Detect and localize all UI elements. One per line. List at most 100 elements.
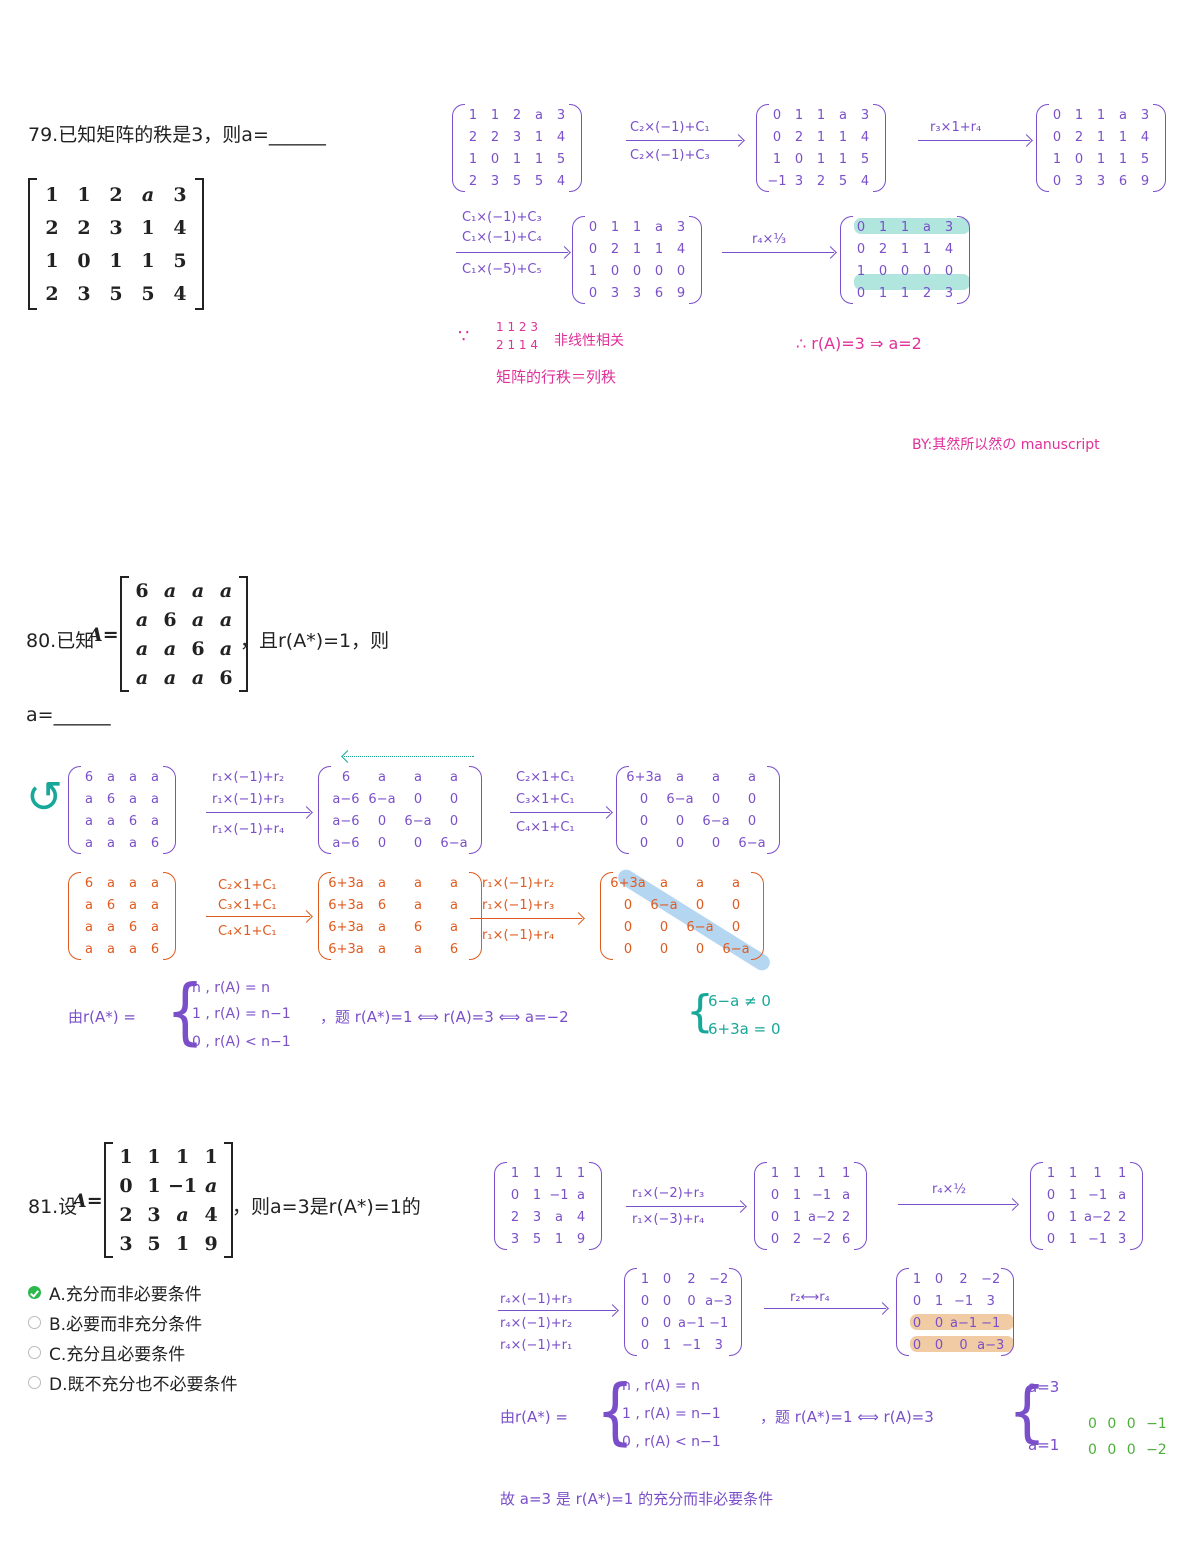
q81-option-b[interactable]: B.必要而非充分条件 xyxy=(28,1310,202,1335)
matrix-cell: 0 xyxy=(934,1271,944,1287)
matrix-cell: a xyxy=(450,919,458,935)
q81-option-c-radio[interactable] xyxy=(28,1346,41,1359)
matrix-cell: 1 xyxy=(816,129,826,145)
matrix-cell: 0 xyxy=(510,1187,520,1203)
matrix-cell: −1 xyxy=(811,1187,832,1203)
matrix-cell: a xyxy=(163,579,177,602)
matrix-cell: −1 xyxy=(1087,1231,1108,1247)
matrix-cell: 6 xyxy=(106,897,116,913)
matrix-cell: 5 xyxy=(534,173,544,189)
matrix-cell: 1 xyxy=(1096,129,1106,145)
matrix-cell: a xyxy=(129,769,137,785)
matrix-cell: 0 xyxy=(639,835,649,851)
matrix-cell: 5 xyxy=(838,173,848,189)
matrix-cell: a xyxy=(660,875,668,891)
matrix-cell: 1 xyxy=(792,1187,802,1203)
matrix-cell: a−1 xyxy=(678,1315,706,1331)
matrix-cell: 1 xyxy=(792,1165,802,1181)
matrix-cell: 3 xyxy=(676,219,686,235)
matrix-cell: a−6 xyxy=(332,791,360,807)
q81-option-a-radio[interactable] xyxy=(28,1286,41,1299)
matrix-cell: 1 xyxy=(532,1187,542,1203)
matrix-cell: a xyxy=(450,897,458,913)
matrix-cell: 2 xyxy=(510,1209,520,1225)
matrix-cell: 4 xyxy=(556,173,566,189)
matrix-cell: 1 xyxy=(770,1165,780,1181)
matrix-cell: 0 xyxy=(1046,1209,1056,1225)
matrix-cell: a xyxy=(151,791,159,807)
matrix-cell: 5 xyxy=(512,173,522,189)
matrix-cell: 1 xyxy=(576,1165,586,1181)
q80-op1c: r₁×(−1)+r₄ xyxy=(212,822,285,837)
matrix-cell: 0 xyxy=(770,1209,780,1225)
matrix-cell: 1 xyxy=(772,151,782,167)
matrix-cell: 1 xyxy=(468,107,478,123)
matrix-cell: 0 xyxy=(610,263,620,279)
matrix-cell: 9 xyxy=(204,1232,218,1255)
matrix-cell: a xyxy=(219,608,233,631)
q79-highlight-row1 xyxy=(854,218,970,234)
matrix-cell: a xyxy=(842,1187,851,1203)
matrix-cell: 6 xyxy=(150,835,160,851)
matrix-cell: −1 xyxy=(709,1315,729,1331)
matrix-cell: a xyxy=(1118,1187,1127,1203)
q81-option-c[interactable]: C.充分且必要条件 xyxy=(28,1340,185,1365)
q80-arrow-2 xyxy=(510,812,610,813)
matrix-cell: 6−a xyxy=(722,941,750,957)
matrix-cell: 0 xyxy=(856,285,866,301)
matrix-cell: a xyxy=(414,769,422,785)
matrix-cell: 3 xyxy=(490,173,500,189)
matrix-cell: 3 xyxy=(532,1209,542,1225)
q79-note-dependent: 非线性相关 xyxy=(554,333,624,349)
matrix-cell: a xyxy=(450,769,458,785)
matrix-cell: 1 xyxy=(45,249,59,272)
matrix-cell: 0 xyxy=(676,263,686,279)
matrix-cell: 0 xyxy=(770,1187,780,1203)
matrix-cell: 6+3a xyxy=(626,769,662,785)
q81-highlight-row4 xyxy=(910,1336,1014,1352)
q81-option-d-radio[interactable] xyxy=(28,1376,41,1389)
matrix-cell: 6−a xyxy=(404,813,432,829)
matrix-cell: 0 xyxy=(659,919,669,935)
q81-option-a[interactable]: A.充分而非必要条件 xyxy=(28,1280,202,1305)
matrix-cell: 2 xyxy=(45,216,59,239)
matrix-cell: 0 xyxy=(912,1315,922,1331)
q80-arrow-1 xyxy=(206,812,310,813)
q79-vector-top: 1 1 2 3 xyxy=(496,320,538,334)
matrix-cell: 1 xyxy=(554,1165,564,1181)
matrix-cell: −1 xyxy=(953,1293,974,1309)
matrix-cell: 2 xyxy=(1118,1209,1127,1225)
matrix-cell: a xyxy=(378,875,386,891)
matrix-cell: 1 xyxy=(816,107,826,123)
matrix-cell: 3 xyxy=(860,107,870,123)
matrix-cell: 6−a xyxy=(368,791,396,807)
q79-arrow-2 xyxy=(918,140,1030,141)
matrix-cell: 0 xyxy=(119,1174,133,1197)
matrix-cell: 4 xyxy=(860,129,870,145)
matrix-cell: 2 xyxy=(1074,129,1084,145)
matrix-cell: a xyxy=(135,666,149,689)
matrix-cell: 1 xyxy=(534,129,544,145)
q81-option-d[interactable]: D.既不充分也不必要条件 xyxy=(28,1370,238,1395)
matrix-cell: 1 xyxy=(1068,1231,1078,1247)
q81-option-b-radio[interactable] xyxy=(28,1316,41,1329)
matrix-cell: a xyxy=(748,769,756,785)
